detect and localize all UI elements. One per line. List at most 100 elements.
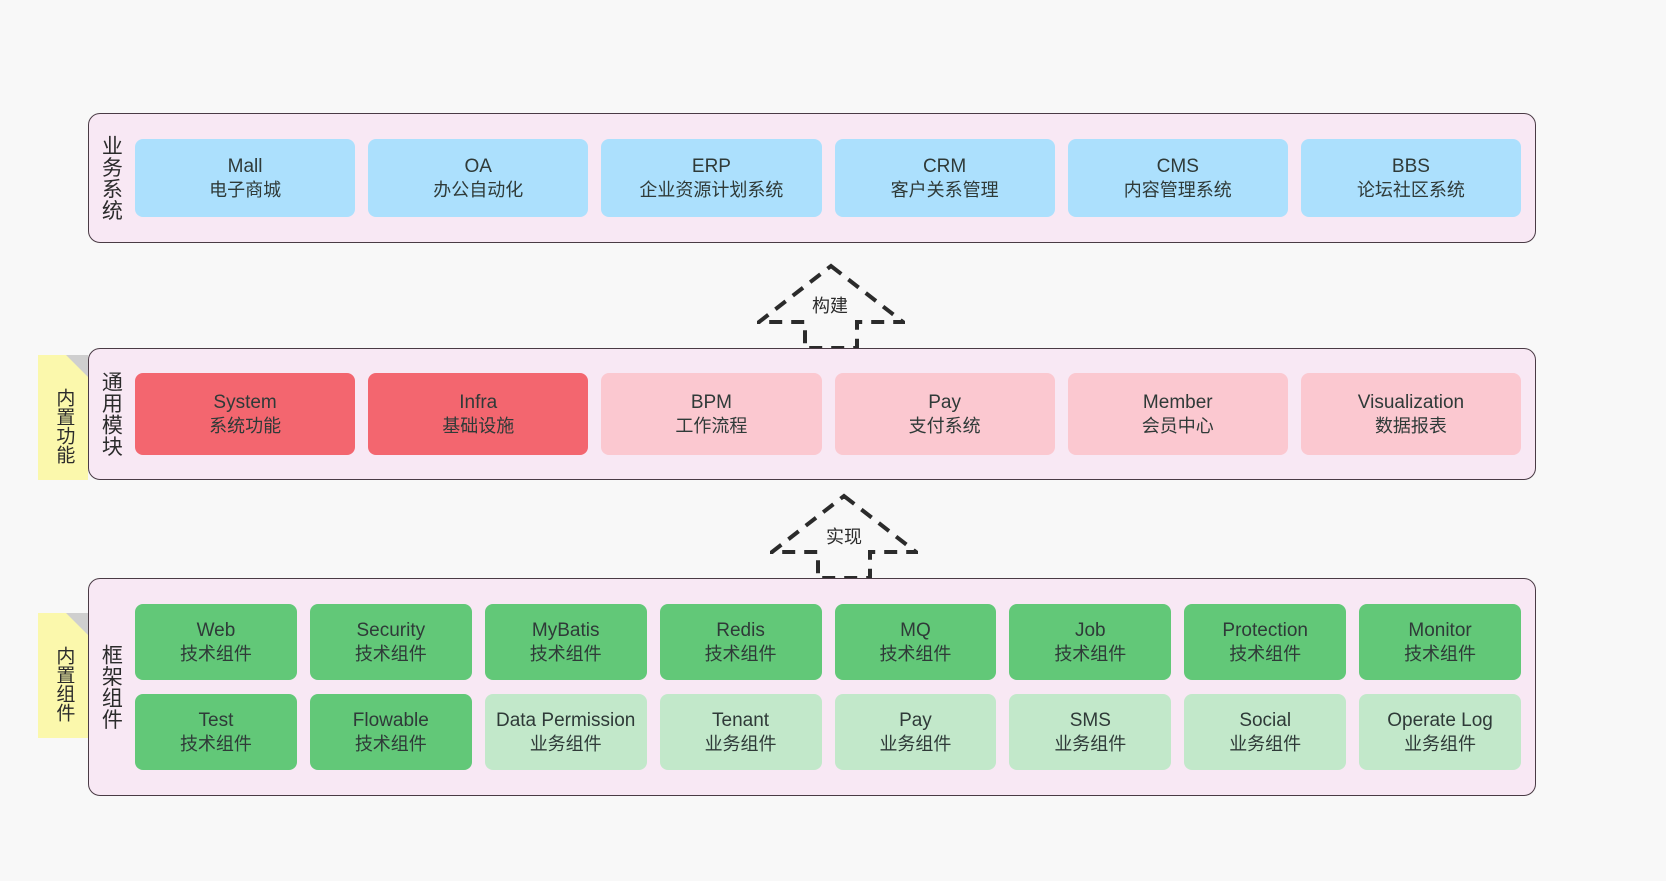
card-tenant[interactable]: Tenant 业务组件 (659, 694, 822, 770)
card-subtitle: 支付系统 (908, 415, 981, 436)
card-title: Security (356, 619, 426, 641)
card-title: ERP (691, 155, 731, 177)
card-subtitle: 技术组件 (704, 643, 777, 664)
card-row: Web 技术组件 Security 技术组件 MyBatis 技术组件 Redi… (135, 604, 1521, 680)
connector-label-build: 构建 (812, 296, 848, 316)
card-subtitle: 业务组件 (529, 733, 602, 754)
card-subtitle: 电子商城 (209, 179, 282, 200)
card-row: System 系统功能 Infra 基础设施 BPM 工作流程 Pay 支付系统… (135, 373, 1522, 455)
card-test[interactable]: Test 技术组件 (135, 694, 297, 770)
card-subtitle: 数据报表 (1374, 415, 1447, 436)
card-subtitle: 技术组件 (179, 733, 252, 754)
card-subtitle: 论坛社区系统 (1356, 179, 1465, 200)
card-title: MQ (900, 619, 931, 641)
card-title: Job (1074, 619, 1106, 641)
card-subtitle: 技术组件 (1404, 643, 1477, 664)
card-subtitle: 技术组件 (1054, 643, 1127, 664)
card-subtitle: 会员中心 (1141, 415, 1214, 436)
layer-common-module: 通用模块 System 系统功能 Infra 基础设施 BPM 工作流程 Pay… (88, 348, 1536, 480)
card-job[interactable]: Job 技术组件 (1009, 604, 1172, 680)
card-subtitle: 业务组件 (1054, 733, 1127, 754)
card-flowable[interactable]: Flowable 技术组件 (309, 694, 472, 770)
layer-business-system: 业务系统 Mall 电子商城 OA 办公自动化 ERP 企业资源计划系统 CRM… (88, 113, 1536, 243)
card-subtitle: 内容管理系统 (1123, 179, 1232, 200)
card-subtitle: 办公自动化 (433, 179, 524, 200)
card-operate-log[interactable]: Operate Log 业务组件 (1359, 694, 1521, 770)
card-infra[interactable]: Infra 基础设施 (368, 373, 589, 455)
card-member[interactable]: Member 会员中心 (1067, 373, 1288, 455)
build-arrow-icon (757, 263, 905, 350)
card-subtitle: 技术组件 (1229, 643, 1302, 664)
card-bbs[interactable]: BBS 论坛社区系统 (1300, 139, 1522, 217)
card-title: Monitor (1408, 619, 1472, 641)
card-subtitle: 业务组件 (704, 733, 777, 754)
note-builtin-feature: 内置功能 (38, 355, 88, 480)
card-subtitle: 技术组件 (879, 643, 952, 664)
connector-label-implement: 实现 (826, 527, 862, 547)
card-subtitle: 企业资源计划系统 (639, 179, 784, 200)
card-data-permission[interactable]: Data Permission 业务组件 (484, 694, 647, 770)
card-title: CMS (1156, 155, 1199, 177)
card-protection[interactable]: Protection 技术组件 (1184, 604, 1347, 680)
card-title: Tenant (712, 709, 770, 731)
card-title: Pay (899, 709, 932, 731)
layer-title-framework-component: 框架组件 (99, 644, 123, 730)
card-mybatis[interactable]: MyBatis 技术组件 (484, 604, 647, 680)
card-title: MyBatis (531, 619, 600, 641)
card-title: Operate Log (1387, 709, 1493, 731)
card-title: Visualization (1357, 391, 1465, 413)
card-pay[interactable]: Pay 支付系统 (834, 373, 1055, 455)
card-title: Mall (227, 155, 263, 177)
card-redis[interactable]: Redis 技术组件 (659, 604, 822, 680)
layer-title-common-module: 通用模块 (99, 371, 123, 457)
card-title: Web (196, 619, 236, 641)
layer-framework-component: 框架组件 Web 技术组件 Security 技术组件 MyBatis 技术组件… (88, 578, 1536, 796)
card-row: Mall 电子商城 OA 办公自动化 ERP 企业资源计划系统 CRM 客户关系… (135, 139, 1522, 217)
implement-arrow-icon (770, 493, 918, 580)
card-web[interactable]: Web 技术组件 (135, 604, 297, 680)
card-crm[interactable]: CRM 客户关系管理 (834, 139, 1055, 217)
card-title: Data Permission (495, 709, 636, 731)
card-mall[interactable]: Mall 电子商城 (135, 139, 356, 217)
card-bpm[interactable]: BPM 工作流程 (601, 373, 822, 455)
card-subtitle: 业务组件 (1404, 733, 1477, 754)
card-subtitle: 系统功能 (209, 415, 282, 436)
card-title: OA (464, 155, 492, 177)
card-social[interactable]: Social 业务组件 (1184, 694, 1347, 770)
layer-body-business-system: Mall 电子商城 OA 办公自动化 ERP 企业资源计划系统 CRM 客户关系… (131, 114, 1535, 242)
card-mq[interactable]: MQ 技术组件 (834, 604, 997, 680)
card-monitor[interactable]: Monitor 技术组件 (1359, 604, 1521, 680)
card-subtitle: 业务组件 (1229, 733, 1302, 754)
card-visualization[interactable]: Visualization 数据报表 (1300, 373, 1522, 455)
layer-title-business-system: 业务系统 (99, 135, 123, 221)
card-pay-business[interactable]: Pay 业务组件 (834, 694, 997, 770)
layer-body-common-module: System 系统功能 Infra 基础设施 BPM 工作流程 Pay 支付系统… (131, 349, 1535, 479)
card-subtitle: 客户关系管理 (890, 179, 999, 200)
card-subtitle: 基础设施 (442, 415, 515, 436)
card-title: Flowable (352, 709, 429, 731)
card-sms[interactable]: SMS 业务组件 (1009, 694, 1172, 770)
card-title: Member (1142, 391, 1213, 413)
card-subtitle: 技术组件 (179, 643, 252, 664)
card-title: BBS (1391, 155, 1430, 177)
card-security[interactable]: Security 技术组件 (309, 604, 472, 680)
card-title: Infra (459, 391, 498, 413)
layer-body-framework-component: Web 技术组件 Security 技术组件 MyBatis 技术组件 Redi… (131, 579, 1535, 795)
card-title: Protection (1222, 619, 1308, 641)
card-cms[interactable]: CMS 内容管理系统 (1067, 139, 1288, 217)
card-title: Test (198, 709, 234, 731)
card-title: SMS (1069, 709, 1111, 731)
card-title: Social (1239, 709, 1292, 731)
card-oa[interactable]: OA 办公自动化 (368, 139, 589, 217)
card-system[interactable]: System 系统功能 (135, 373, 356, 455)
card-title: System (213, 391, 277, 413)
note-builtin-component: 内置组件 (38, 613, 88, 738)
card-title: CRM (922, 155, 967, 177)
card-subtitle: 技术组件 (529, 643, 602, 664)
card-subtitle: 技术组件 (354, 733, 427, 754)
card-title: BPM (690, 391, 733, 413)
generalization-arrow-implement (770, 492, 918, 580)
card-erp[interactable]: ERP 企业资源计划系统 (601, 139, 822, 217)
card-subtitle: 技术组件 (354, 643, 427, 664)
